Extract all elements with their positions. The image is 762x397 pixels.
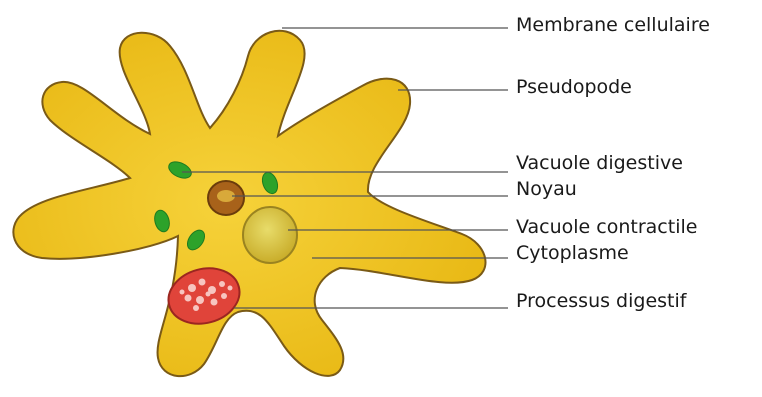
contractile-vacuole (243, 207, 297, 263)
label-membrane: Membrane cellulaire (516, 16, 710, 35)
cell-body (13, 31, 485, 376)
label-vacuole-contractile: Vacuole contractile (516, 218, 697, 237)
label-processus: Processus digestif (516, 292, 686, 311)
label-pseudopode: Pseudopode (516, 78, 632, 97)
label-noyau: Noyau (516, 180, 577, 199)
label-vacuole-digestive: Vacuole digestive (516, 154, 683, 173)
label-cytoplasme: Cytoplasme (516, 244, 629, 263)
